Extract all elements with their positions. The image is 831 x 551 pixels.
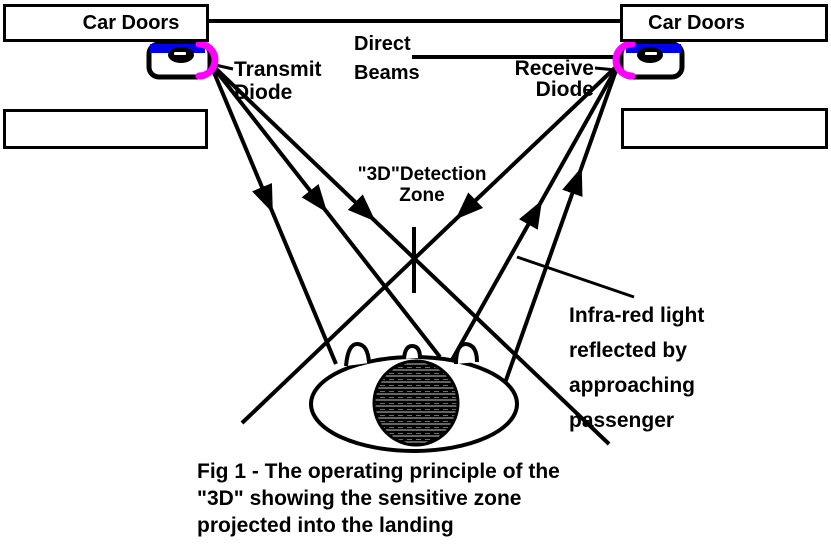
direct-beams-line1: Direct bbox=[354, 33, 411, 55]
figure-caption: Fig 1 - The operating principle of the "… bbox=[197, 458, 560, 539]
receive-aperture-arc bbox=[612, 40, 636, 80]
transmit-diode-line2: Diode bbox=[234, 81, 293, 104]
car-doors-right-label: Car Doors bbox=[648, 11, 745, 34]
detection-zone-line1: "3D"Detection bbox=[357, 164, 487, 185]
receive-field-line bbox=[240, 63, 620, 425]
reflected-beam-1 bbox=[450, 64, 620, 361]
caption-line2: "3D" showing the sensitive zone bbox=[197, 487, 522, 510]
transmit-aperture-arc bbox=[195, 40, 219, 80]
infrared-note-line3: approaching bbox=[569, 374, 696, 397]
transmit-diode-assembly bbox=[146, 40, 219, 80]
car-doors-box-right: Car Doors bbox=[620, 4, 828, 42]
direct-beams-line2: Beams bbox=[354, 62, 420, 84]
transmit-diode-label: Transmit Diode bbox=[234, 58, 322, 104]
reflected-beam-2 bbox=[503, 64, 620, 384]
lower-box-left bbox=[3, 109, 208, 149]
caption-line3: projected into the landing bbox=[197, 514, 454, 537]
infrared-label-leader bbox=[516, 255, 635, 299]
receive-led-slit bbox=[645, 52, 657, 55]
transmit-beam-2 bbox=[208, 61, 442, 359]
car-doors-left-label: Car Doors bbox=[82, 11, 180, 34]
caption-line1: Fig 1 - The operating principle of the bbox=[197, 460, 560, 483]
infrared-note-line1: Infra-red light bbox=[569, 304, 705, 327]
infrared-note-line4: passenger bbox=[569, 409, 675, 432]
transmit-beam-3 bbox=[208, 61, 611, 446]
transmit-led-slit bbox=[174, 52, 186, 55]
receive-label-leader bbox=[594, 66, 617, 72]
passenger-hand-left bbox=[344, 342, 371, 367]
lower-box-right bbox=[621, 108, 828, 149]
passenger-nose-bump bbox=[402, 343, 422, 360]
receive-diode-label: Receive Diode bbox=[450, 58, 594, 100]
receive-diode-line2: Diode bbox=[535, 78, 594, 101]
detection-zone-label: "3D"Detection Zone bbox=[339, 164, 505, 206]
passenger-head bbox=[372, 359, 460, 447]
direct-beams-label: Direct Beams bbox=[354, 30, 420, 88]
detection-zone-line2: Zone bbox=[399, 185, 445, 206]
infrared-note-line2: reflected by bbox=[569, 339, 687, 362]
receive-diode-line1: Receive bbox=[514, 57, 594, 80]
transmit-beam-1 bbox=[208, 62, 338, 365]
car-doors-box-left: Car Doors bbox=[3, 4, 209, 42]
transmit-diode-line1: Transmit bbox=[234, 58, 322, 81]
receive-diode-assembly bbox=[612, 40, 685, 80]
infrared-note-label: Infra-red light reflected by approaching… bbox=[569, 298, 704, 438]
